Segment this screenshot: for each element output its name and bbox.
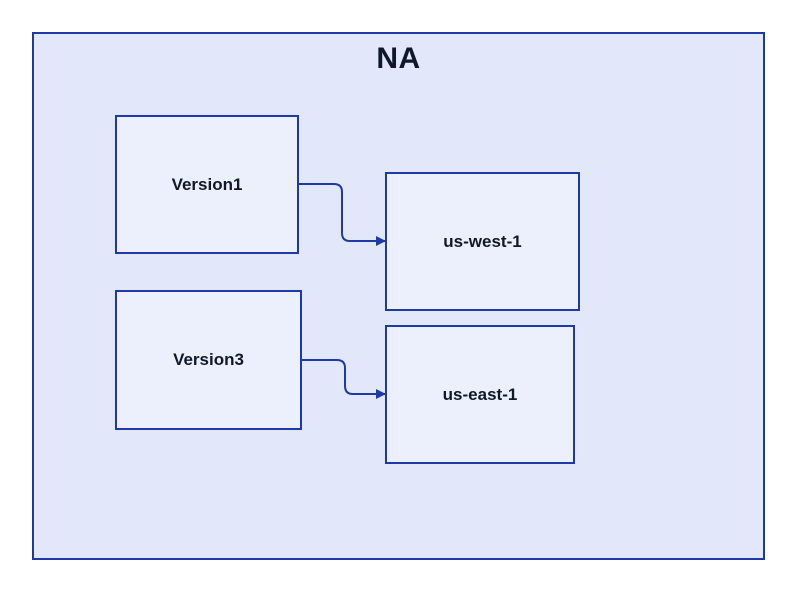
node-version1[interactable]: Version1	[115, 115, 299, 254]
node-label: us-west-1	[443, 231, 522, 251]
node-label: us-east-1	[442, 384, 518, 404]
region-title: NA	[376, 42, 421, 75]
node-us-west-1[interactable]: us-west-1	[385, 172, 580, 311]
node-label: Version1	[171, 174, 243, 194]
node-label: Version3	[173, 350, 244, 369]
node-version3[interactable]: Version3	[115, 290, 302, 430]
node-us-east-1[interactable]: us-east-1	[385, 325, 575, 464]
